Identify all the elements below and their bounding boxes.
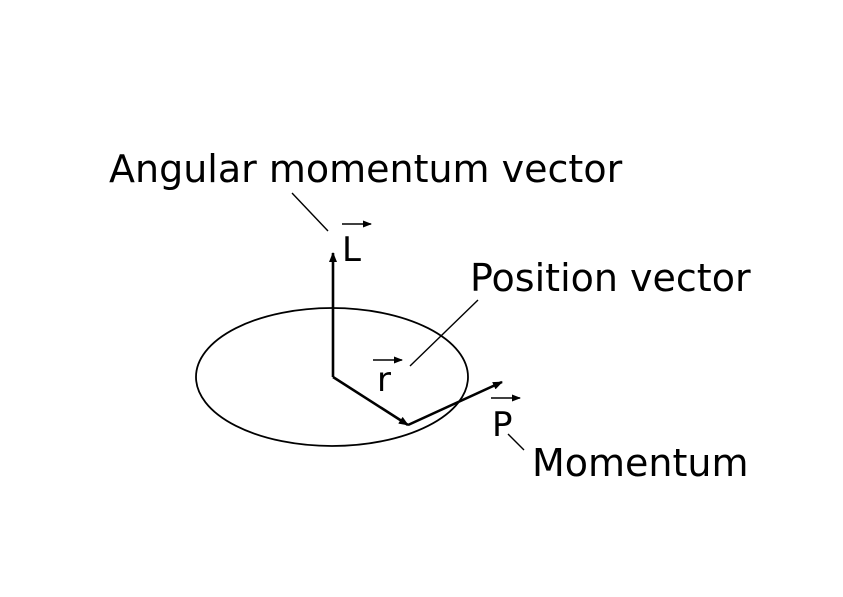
symbol-r: r [377, 360, 391, 400]
position-vector-arrow [332, 375, 409, 427]
angular-momentum-leader [291, 192, 329, 232]
symbol-l: L [342, 230, 361, 270]
momentum-arrow [407, 380, 503, 427]
position-vector-label: Position vector [470, 256, 751, 300]
position-leader [409, 299, 479, 367]
angular-momentum-label: Angular momentum vector [109, 147, 623, 191]
momentum-leader [507, 433, 525, 451]
momentum-label: Momentum [532, 441, 749, 485]
symbol-p: P [492, 405, 513, 445]
